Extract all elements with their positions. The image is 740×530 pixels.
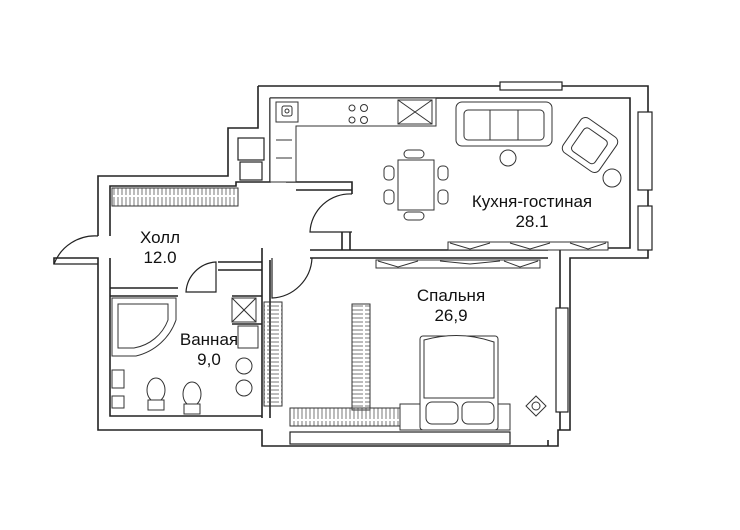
windows: [237, 81, 653, 445]
tv-units: [375, 241, 609, 269]
room-label-bedroom: Спальня 26,9: [396, 286, 506, 326]
room-name: Ванная: [179, 330, 239, 349]
side-table: [602, 168, 622, 188]
room-name: Кухня-гостиная: [471, 192, 593, 211]
wardrobes: [111, 187, 401, 427]
room-area: 26,9: [434, 306, 468, 325]
room-label-bathroom: Ванная 9,0: [164, 330, 254, 370]
bed: [399, 334, 511, 431]
bathtub: [111, 297, 177, 357]
armchair: [561, 117, 619, 173]
room-area: 12.0: [143, 248, 177, 267]
room-name: Холл: [139, 228, 181, 247]
kitchen-counter: [269, 97, 437, 183]
dining-table: [383, 149, 449, 221]
room-area: 9,0: [197, 350, 221, 369]
room-name: Спальня: [416, 286, 486, 305]
room-label-living: Кухня-гостиная 28.1: [448, 192, 616, 232]
room-label-hall: Холл 12.0: [120, 228, 200, 268]
doors: [53, 193, 353, 299]
sofa: [455, 101, 553, 167]
room-area: 28.1: [515, 212, 549, 231]
bathroom-fixtures: [111, 297, 259, 415]
plant: [525, 395, 547, 417]
